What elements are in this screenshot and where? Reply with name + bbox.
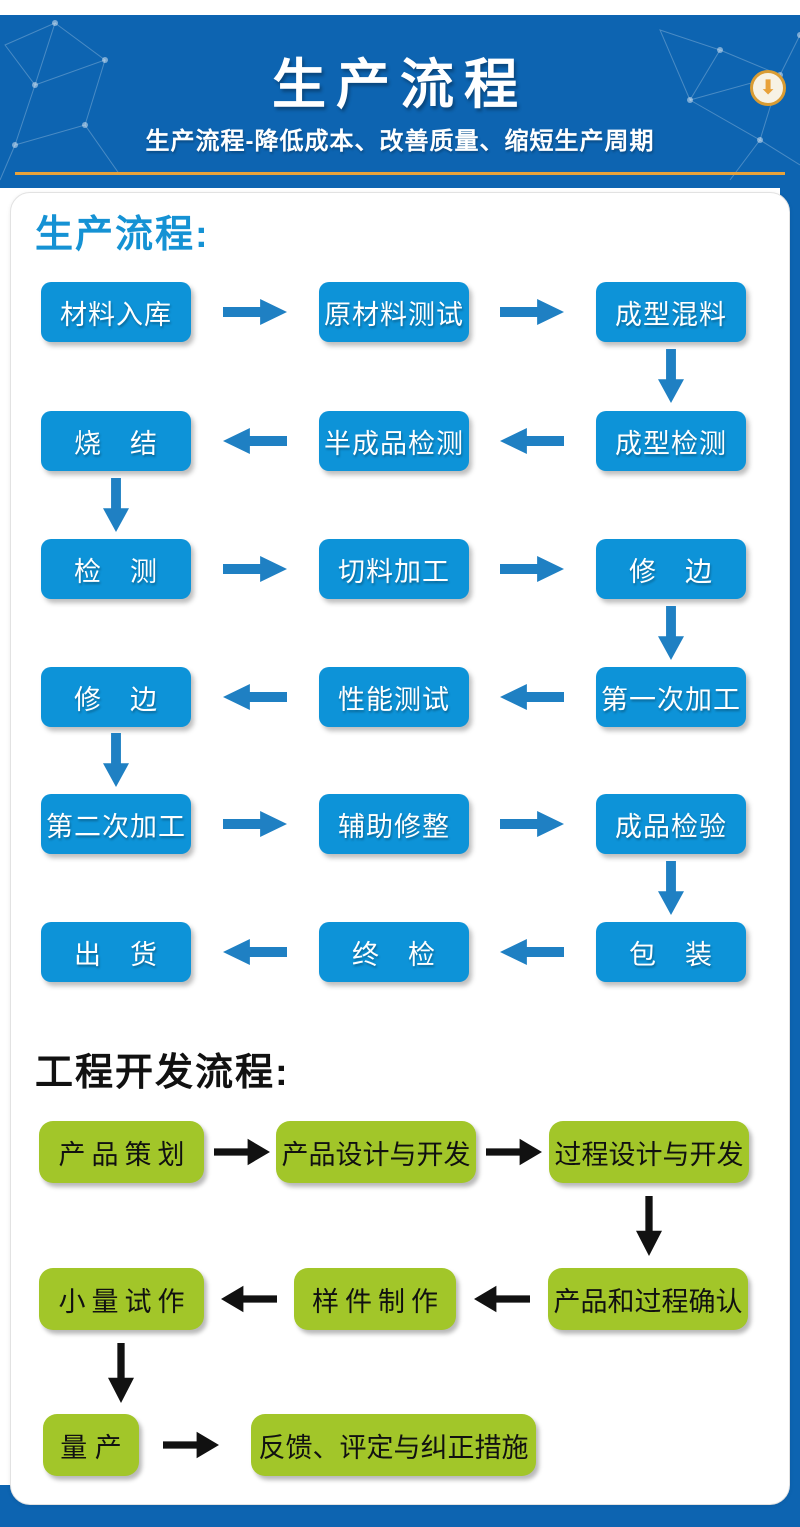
- arrow-down-icon: [658, 861, 684, 915]
- arrow-right-icon: [163, 1431, 219, 1459]
- flow-step: 检 测: [41, 539, 191, 599]
- flow-step: 出 货: [41, 922, 191, 982]
- arrow-left-icon: [223, 684, 287, 710]
- arrow-left-icon: [223, 939, 287, 965]
- flow-step: 量 产: [43, 1414, 139, 1476]
- arrow-left-icon: [223, 428, 287, 454]
- flow-step: 包 装: [596, 922, 746, 982]
- flow-step: 产品和过程确认: [548, 1268, 748, 1330]
- flow-step: 修 边: [41, 667, 191, 727]
- flow-step: 半成品检测: [319, 411, 469, 471]
- network-pattern-left-icon: [0, 20, 121, 181]
- arrow-right-icon: [223, 556, 287, 582]
- flow-step: 小量试作: [39, 1268, 204, 1330]
- arrow-right-icon: [500, 556, 564, 582]
- flow-step: 修 边: [596, 539, 746, 599]
- arrow-left-icon: [474, 1285, 530, 1313]
- engineering-flow-heading: 工程开发流程:: [35, 1052, 290, 1094]
- arrow-down-icon: [108, 1343, 134, 1403]
- flow-step: 烧 结: [41, 411, 191, 471]
- flow-step: 切料加工: [319, 539, 469, 599]
- accent-divider: [15, 172, 785, 175]
- flow-step: 原材料测试: [319, 282, 469, 342]
- arrow-left-icon: [500, 684, 564, 710]
- flow-step: 材料入库: [41, 282, 191, 342]
- flow-step: 成型检测: [596, 411, 746, 471]
- flow-step: 过程设计与开发: [549, 1121, 749, 1183]
- arrow-down-icon: [103, 478, 129, 532]
- flow-step: 样件制作: [294, 1268, 456, 1330]
- arrow-left-icon: [500, 428, 564, 454]
- arrow-right-icon: [223, 811, 287, 837]
- arrow-right-icon: [486, 1138, 542, 1166]
- flow-step: 成型混料: [596, 282, 746, 342]
- arrow-right-icon: [214, 1138, 270, 1166]
- arrow-left-icon: [221, 1285, 277, 1313]
- arrow-down-icon: [658, 349, 684, 403]
- arrow-left-icon: [500, 939, 564, 965]
- flow-step: 辅助修整: [319, 794, 469, 854]
- arrow-right-icon: [500, 811, 564, 837]
- down-arrow-glyph-icon: ⬇: [759, 77, 777, 99]
- flow-step: 成品检验: [596, 794, 746, 854]
- flow-step: 性能测试: [319, 667, 469, 727]
- content-panel: 生产流程: 材料入库 原材料测试 成型混料 烧 结 半成品检测 成型检测 检 测…: [10, 192, 790, 1505]
- arrow-down-icon: [636, 1196, 662, 1256]
- arrow-right-icon: [500, 299, 564, 325]
- flow-step: 反馈、评定与纠正措施: [251, 1414, 536, 1476]
- production-flow-heading: 生产流程:: [35, 214, 210, 256]
- scroll-down-icon[interactable]: ⬇: [750, 70, 786, 106]
- arrow-right-icon: [223, 299, 287, 325]
- page-title: 生产流程: [272, 55, 528, 115]
- flow-step: 产品设计与开发: [276, 1121, 476, 1183]
- page-header: 生产流程 ⬇ 生产流程-降低成本、改善质量、缩短生产周期: [0, 15, 800, 188]
- flow-step: 产品策划: [39, 1121, 204, 1183]
- flow-step: 第一次加工: [596, 667, 746, 727]
- flow-step: 第二次加工: [41, 794, 191, 854]
- flow-step: 终 检: [319, 922, 469, 982]
- page-subtitle: 生产流程-降低成本、改善质量、缩短生产周期: [145, 128, 655, 155]
- arrow-down-icon: [103, 733, 129, 787]
- arrow-down-icon: [658, 606, 684, 660]
